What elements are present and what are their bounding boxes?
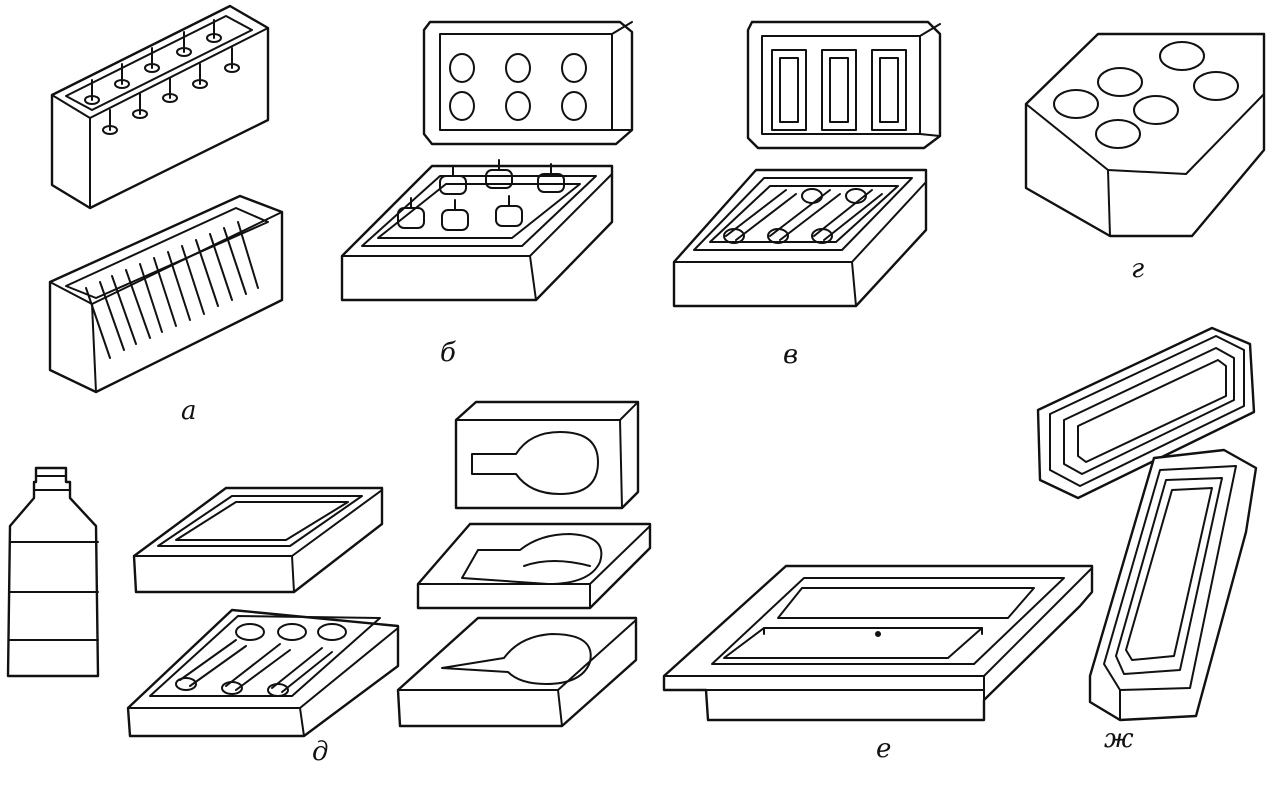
label-g: г: [1131, 254, 1145, 284]
figure-e-box-tray: [662, 564, 1094, 722]
lid-slots: [771, 49, 907, 131]
label-v: в: [783, 340, 799, 370]
figure-d-syringe-tray: [126, 608, 400, 738]
figure-a-cone-block: [50, 4, 270, 210]
syringe-cavities: [175, 623, 347, 697]
ampoules: [723, 188, 883, 244]
vials: [397, 159, 565, 231]
lid-holes: [449, 53, 587, 121]
figure-v-ampoule-tray: [672, 168, 928, 308]
figure-g-block: [1024, 32, 1266, 238]
figure-b-lid: [422, 20, 634, 146]
figure-d-insert-block: [454, 400, 640, 510]
figure-d-insert-plate-middle: [416, 522, 652, 610]
cone-pins: [84, 19, 240, 135]
label-b: б: [440, 338, 456, 368]
label-a: а: [181, 396, 197, 426]
block-holes: [1053, 41, 1239, 149]
figure-v-lid: [746, 20, 942, 150]
figure-zh-lid: [1036, 326, 1256, 500]
figure-d-frame-tray: [132, 486, 384, 594]
figure-bottle: [6, 466, 100, 678]
figure-zh-tray: [1088, 448, 1258, 722]
figure-d-insert-plate-bottom: [396, 616, 638, 728]
figure-a-ampoule-tray: [48, 194, 284, 394]
figure-b-vial-tray: [340, 159, 614, 302]
ampoules: [85, 221, 259, 359]
label-e: е: [876, 734, 892, 764]
label-d: д: [312, 737, 329, 767]
label-zh: ж: [1104, 724, 1134, 754]
